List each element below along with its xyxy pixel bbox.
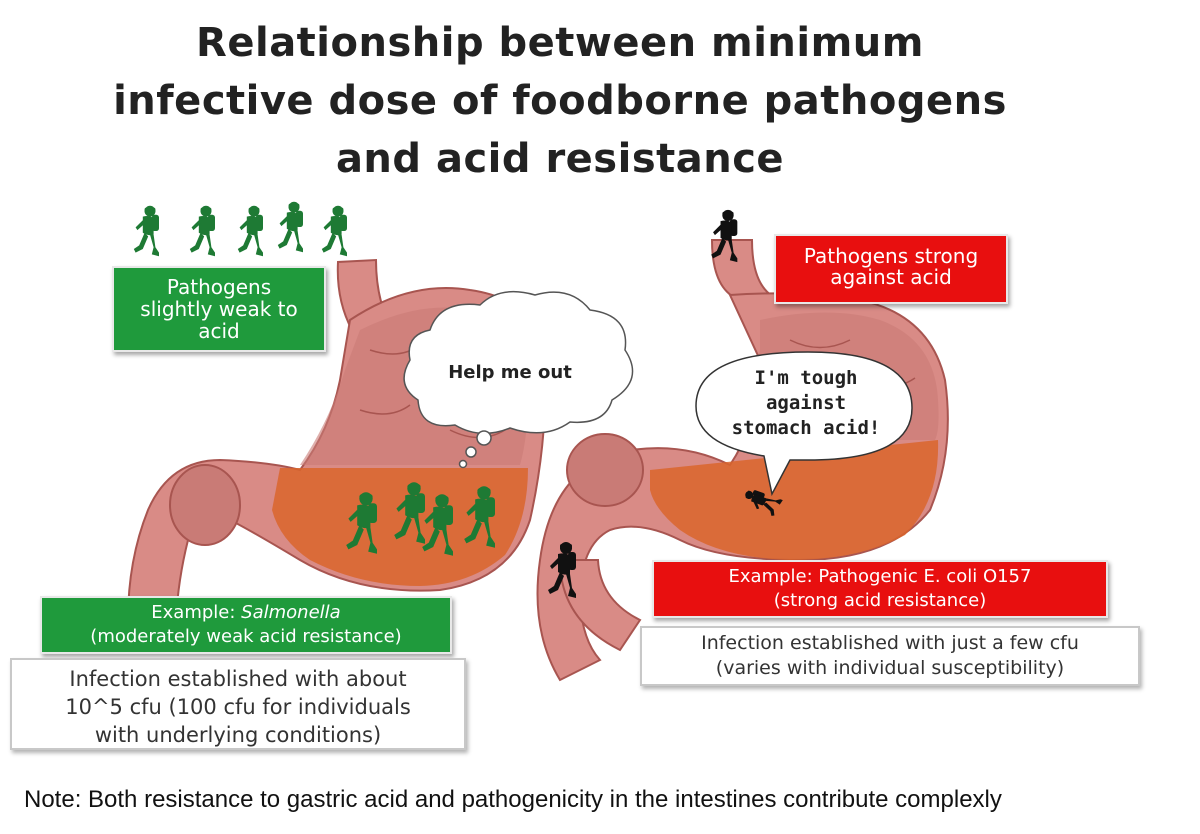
title-line-1: Relationship between minimum — [196, 20, 924, 66]
right-bubble-line-2: against — [765, 392, 847, 414]
left-infection-line-1: Infection established with about — [69, 667, 407, 691]
right-infection-line-1: Infection established with just a few cf… — [701, 632, 1079, 654]
right-label-line-2: against acid — [830, 265, 952, 289]
right-bubble-line-3: stomach acid! — [731, 417, 881, 439]
right-infection-line-2: (varies with individual susceptibility) — [715, 657, 1065, 679]
right-example-box: Example: Pathogenic E. coli O157 (strong… — [652, 560, 1108, 618]
right-example-line-2: (strong acid resistance) — [773, 590, 987, 611]
left-top-divers — [133, 201, 347, 257]
title-line-2: infective dose of foodborne pathogens — [113, 78, 1007, 124]
right-label-line-1: Pathogens strong — [803, 244, 979, 268]
diver-icon — [277, 201, 303, 253]
page-title: Relationship between minimum infective d… — [60, 14, 1060, 188]
left-label-line-3: acid — [198, 319, 240, 343]
left-infection-line-2: 10^5 cfu (100 cfu for individuals — [65, 695, 411, 719]
thought-bubble-icon — [403, 290, 634, 469]
diver-icon — [237, 205, 263, 257]
left-bubble-text: Help me out — [448, 362, 572, 383]
speech-bubble-icon — [695, 351, 913, 497]
left-pathogen-label: Pathogens slightly weak to acid — [112, 266, 326, 352]
left-infection-line-3: with underlying conditions) — [94, 723, 382, 747]
title-line-3: and acid resistance — [335, 136, 785, 182]
diver-icon — [321, 205, 347, 257]
right-example-line-1: Example: Pathogenic E. coli O157 — [728, 566, 1032, 587]
diver-icon — [189, 205, 215, 257]
diver-icon — [133, 205, 159, 257]
left-example-organism: Salmonella — [241, 602, 341, 623]
right-bubble-line-1: I'm tough — [754, 367, 858, 389]
right-bubble-text: I'm tough against stomach acid! — [716, 366, 896, 441]
left-label-line-2: slightly weak to — [140, 297, 298, 321]
left-example-line-1: Example: Salmonella — [42, 601, 450, 625]
left-example-prefix: Example: — [151, 602, 242, 623]
footnote: Note: Both resistance to gastric acid an… — [24, 786, 1002, 813]
right-pathogen-label: Pathogens strong against acid — [774, 234, 1008, 304]
left-example-line-2: (moderately weak acid resistance) — [90, 626, 402, 647]
left-label-line-1: Pathogens — [166, 275, 272, 299]
left-example-box: Example: Salmonella (moderately weak aci… — [40, 596, 452, 654]
left-infection-box: Infection established with about 10^5 cf… — [10, 658, 466, 750]
right-infection-box: Infection established with just a few cf… — [640, 626, 1140, 686]
